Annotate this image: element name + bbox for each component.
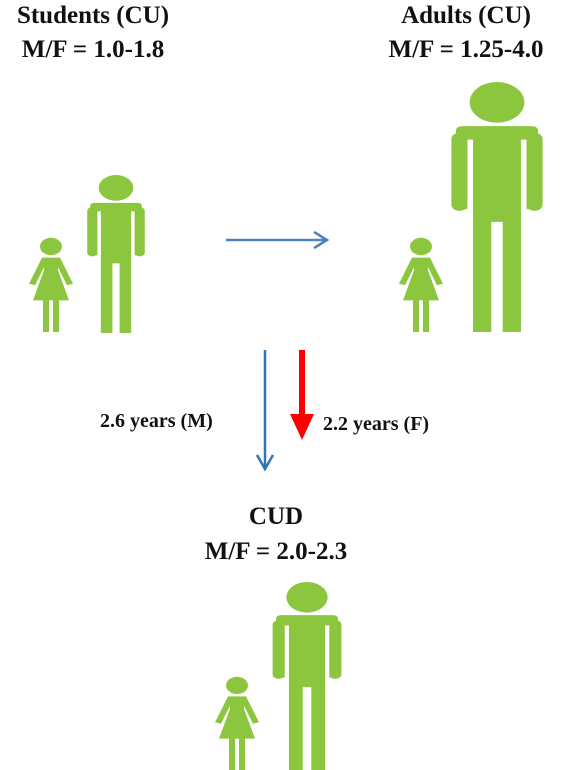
cud-title: CUD [248, 503, 304, 530]
students-title: Students (CU) [16, 2, 170, 29]
female-duration-label: 2.2 years (F) [323, 413, 430, 435]
female-transition-arrow [290, 350, 314, 440]
cud-ratio: M/F = 2.0-2.3 [204, 538, 348, 565]
male-duration-label: 2.6 years (M) [100, 410, 213, 432]
transition-arrow [226, 230, 330, 250]
adults-ratio: M/F = 1.25-4.0 [388, 36, 544, 63]
students-ratio: M/F = 1.0-1.8 [21, 36, 165, 63]
male-transition-arrow [255, 350, 275, 472]
adults-title: Adults (CU) [401, 2, 531, 29]
